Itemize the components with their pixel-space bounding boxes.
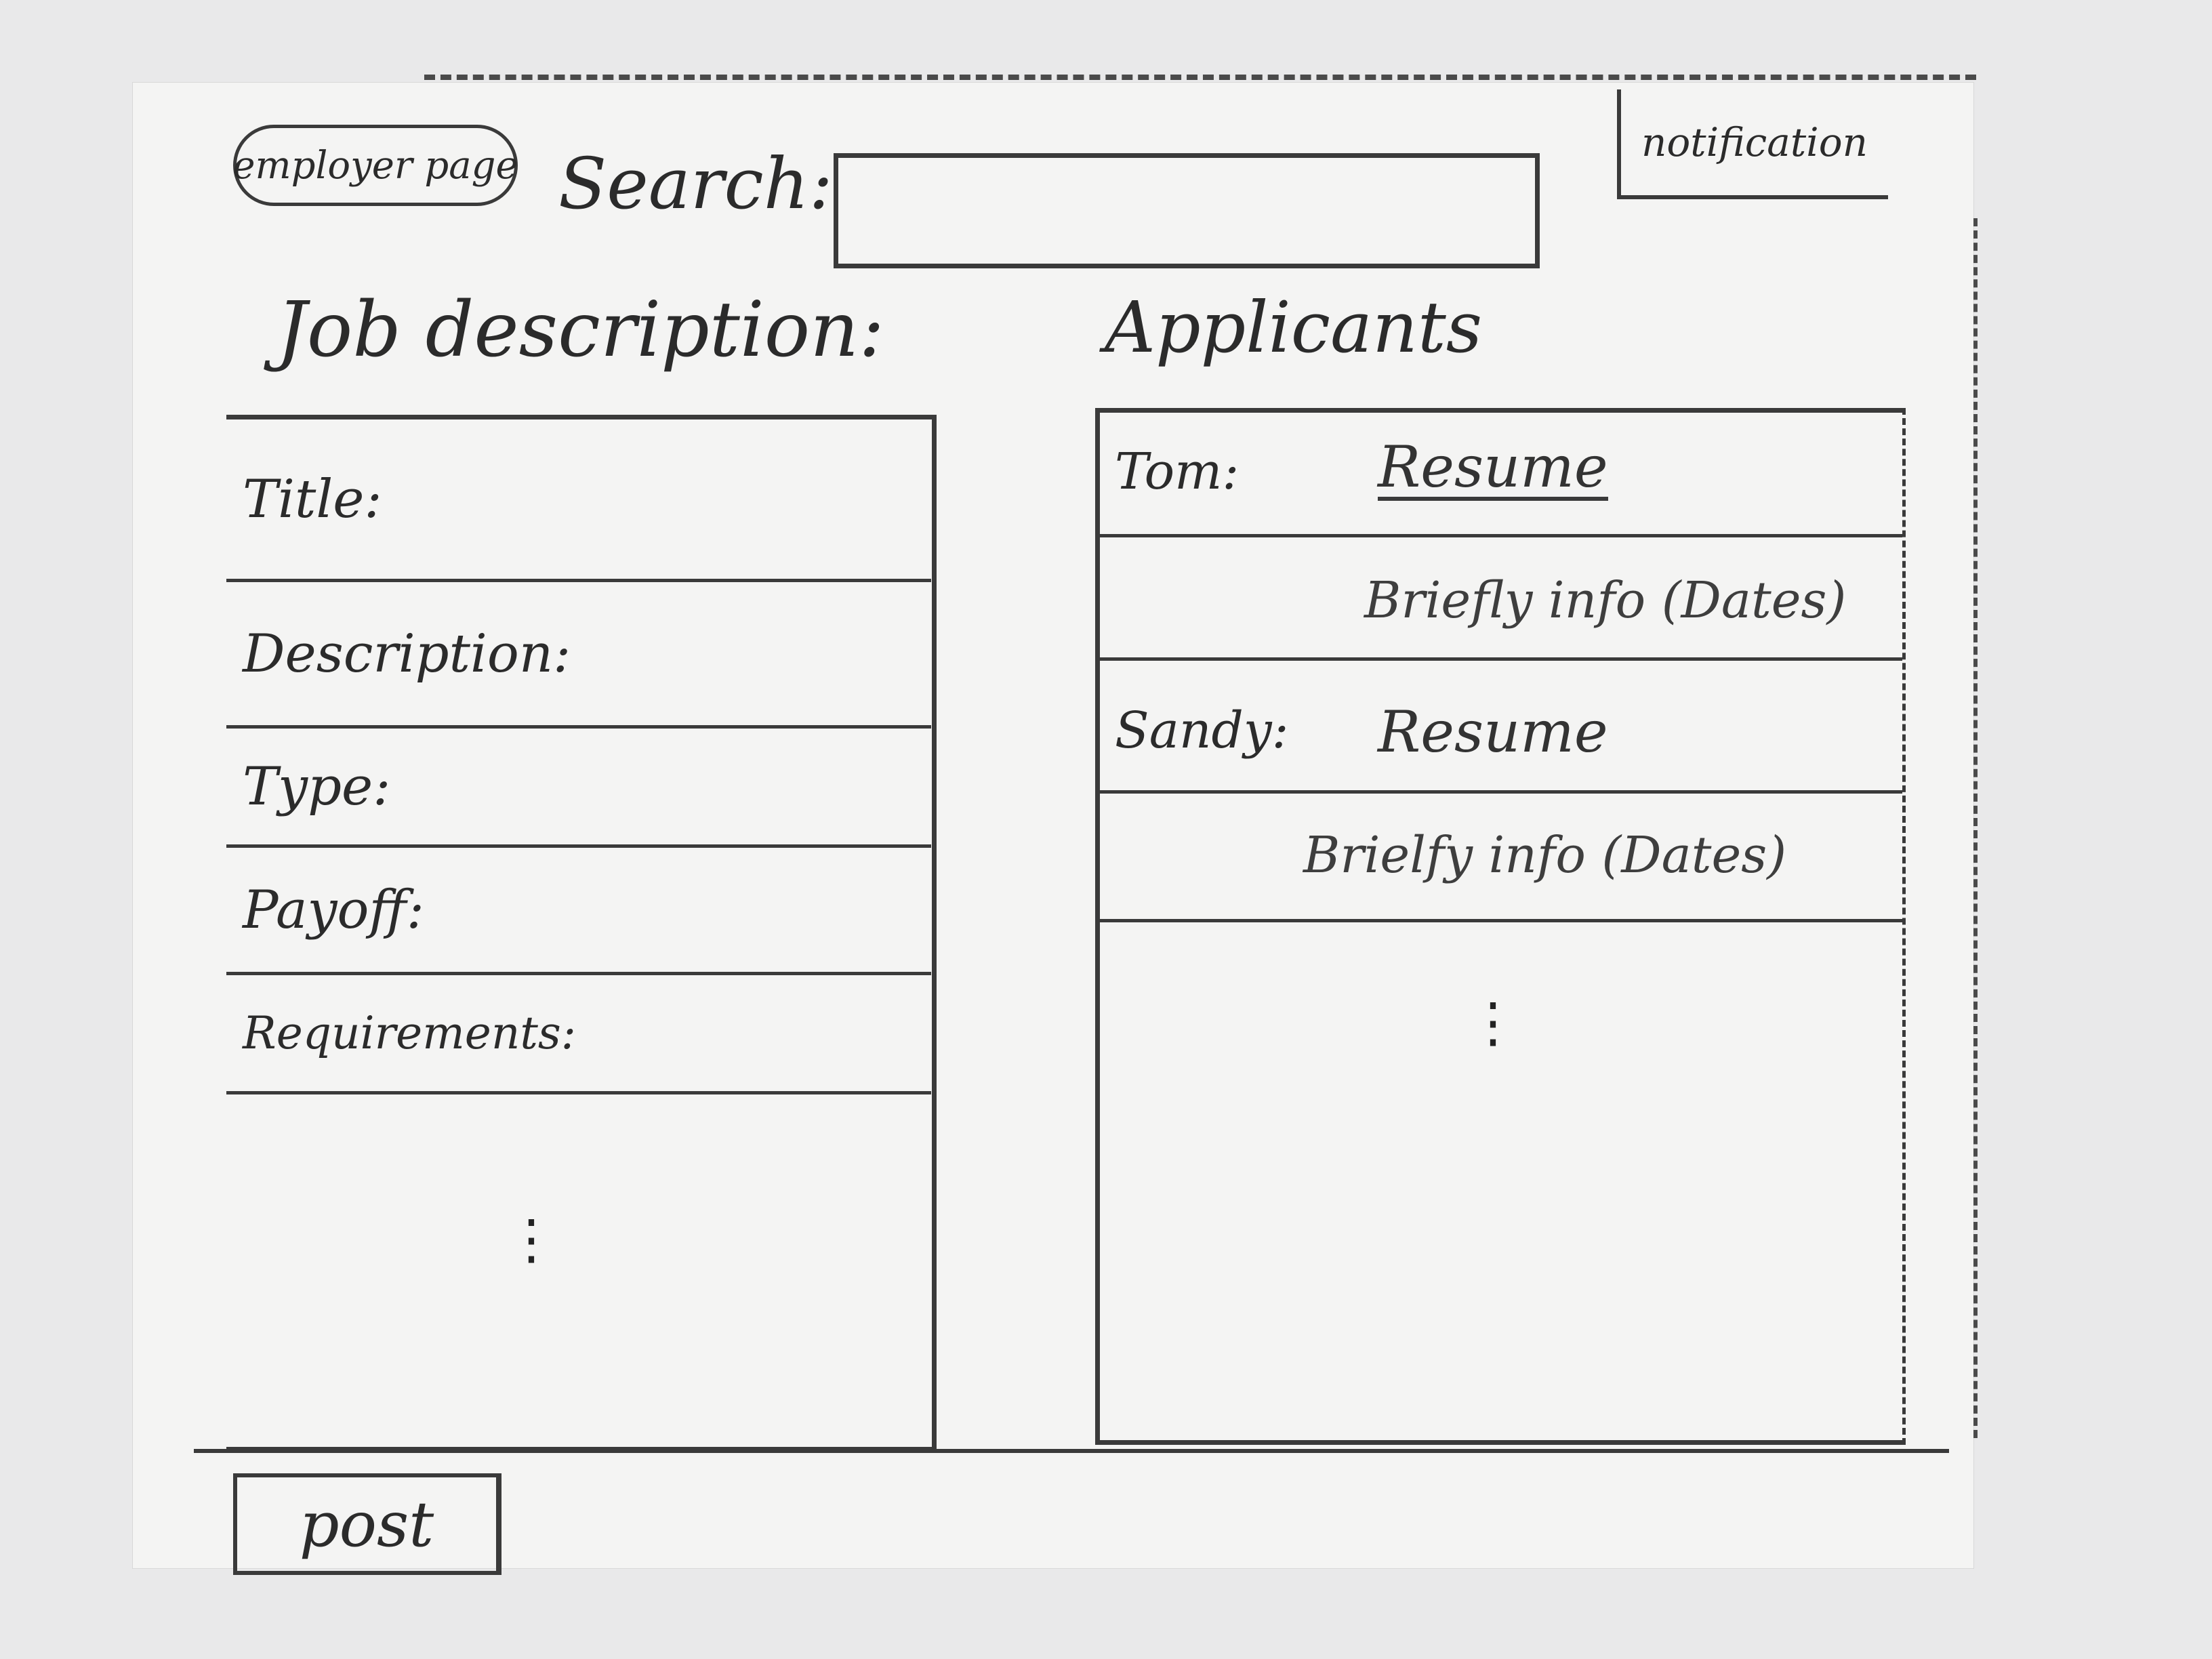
applicant-name: Tom: [1115,443,1240,501]
job-title-field[interactable]: Title: [226,419,931,582]
post-button[interactable]: post [233,1473,501,1575]
job-title-label: Title: [243,468,382,530]
job-type-label: Type: [243,756,391,817]
search-label: Search: [558,142,833,225]
paper-sheet: employer page Search: notification Job d… [133,75,1978,1575]
job-requirements-label: Requirements: [243,1007,577,1059]
footer-divider [194,1449,1949,1453]
applicant-info: Briefly info (Dates) [1364,571,1847,630]
job-payoff-label: Payoff: [243,879,425,941]
job-description-label: Description: [243,623,571,684]
applicants-heading: Applicants [1105,286,1483,369]
search-input[interactable] [834,153,1540,268]
more-applicants-ellipsis: ⋮ [1466,991,1520,1054]
applicant-row: Tom: Resume [1100,413,1902,537]
notification-button[interactable]: notification [1617,89,1888,199]
job-type-field[interactable]: Type: [226,729,931,848]
job-payoff-field[interactable]: Payoff: [226,848,931,975]
employer-page-logo[interactable]: employer page [232,125,518,206]
applicants-panel: Tom: Resume Briefly info (Dates) Sandy: … [1095,408,1906,1445]
job-description-field[interactable]: Description: [226,582,931,729]
applicant-info-row: Brielfy info (Dates) [1100,794,1902,922]
resume-link[interactable]: Resume [1378,699,1608,765]
torn-edge [424,75,1976,80]
applicant-name: Sandy: [1115,701,1289,760]
applicant-info-row: Briefly info (Dates) [1100,537,1902,661]
applicant-info: Brielfy info (Dates) [1303,826,1787,884]
job-requirements-field[interactable]: Requirements: [226,975,931,1094]
applicant-row: Sandy: Resume [1100,661,1902,794]
job-description-heading: Job description: [276,286,884,374]
resume-link[interactable]: Resume [1378,434,1608,501]
brand-label: employer page [232,143,518,188]
job-description-panel: Title: Description: Type: Payoff: Requir… [226,415,937,1452]
more-fields-ellipsis: ⋮ [504,1208,558,1271]
notification-label: notification [1641,119,1868,165]
right-edge-dashes [1973,218,1978,1438]
